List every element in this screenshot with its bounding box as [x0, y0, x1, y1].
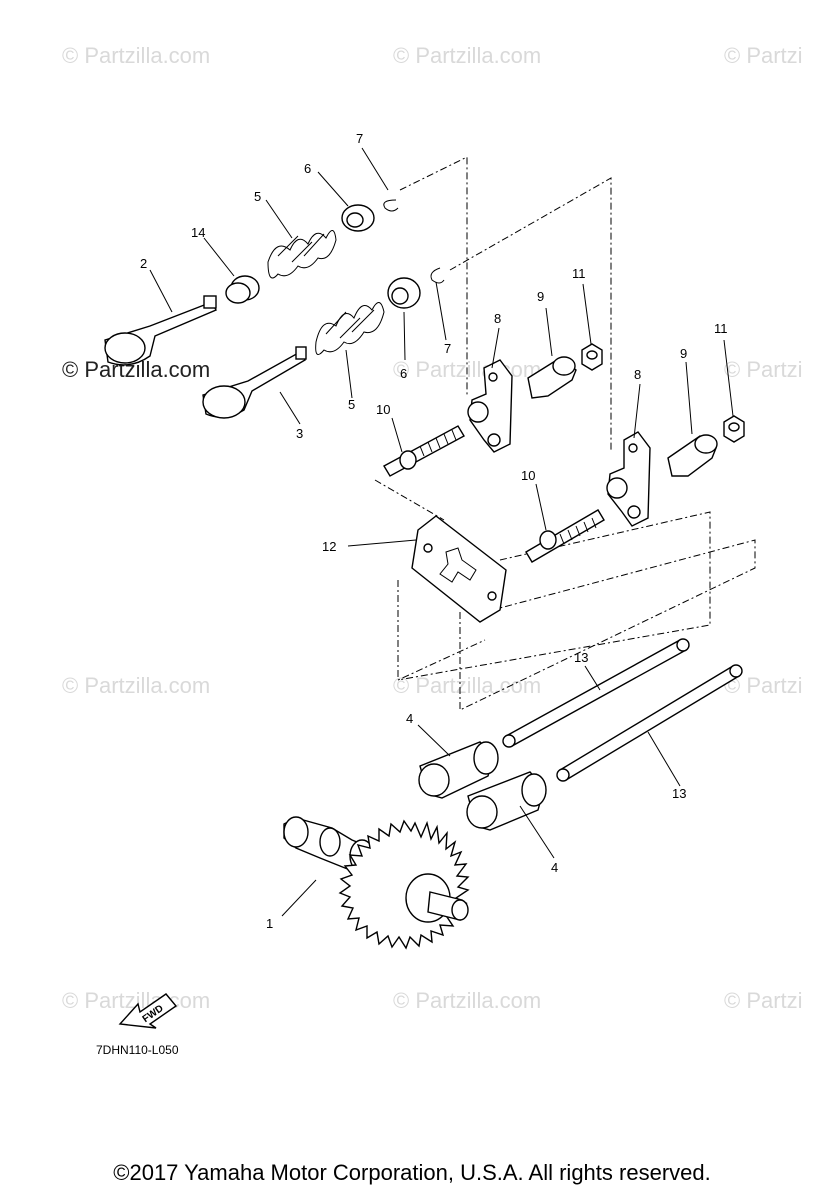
- watermark: © Partzilla.com: [62, 43, 210, 68]
- watermark: © Partzilla.com: [62, 673, 210, 698]
- valve-seal-part-14: [225, 275, 260, 304]
- callout-11: 11: [714, 321, 728, 336]
- leader-lines: [149, 147, 734, 917]
- copyright-notice: ©2017 Yamaha Motor Corporation, U.S.A. A…: [113, 1160, 711, 1185]
- stud-part-10-left: [383, 425, 465, 477]
- valve-part-3: [202, 346, 307, 419]
- callout-8: 8: [634, 367, 641, 382]
- callout-4: 4: [551, 860, 558, 875]
- tappet-part-4-lower: [466, 771, 547, 831]
- diagram-code: 7DHN110-L050: [96, 1043, 179, 1057]
- collet-part-7-upper: [383, 199, 399, 212]
- push-rod-part-13-upper: [502, 638, 690, 748]
- watermark: © Partzi: [724, 988, 803, 1013]
- pivot-part-9-left: [527, 356, 577, 399]
- watermark: © Partzilla.com: [393, 43, 541, 68]
- callout-9: 9: [680, 346, 687, 361]
- retainer-part-6-upper: [341, 204, 375, 232]
- push-rod-part-13-lower: [556, 664, 743, 782]
- callout-7: 7: [444, 341, 451, 356]
- callout-7: 7: [356, 131, 363, 146]
- callout-11: 11: [572, 266, 586, 281]
- callout-2: 2: [140, 256, 147, 271]
- rocker-arm-part-8-left: [467, 359, 513, 453]
- watermark: © Partzilla.com: [393, 673, 541, 698]
- callout-14: 14: [191, 225, 205, 240]
- callout-6: 6: [304, 161, 311, 176]
- callout-5: 5: [348, 397, 355, 412]
- watermark: © Partzilla.com: [393, 988, 541, 1013]
- valve-spring-part-5-lower: [315, 302, 385, 355]
- camshaft-part-1: [283, 816, 470, 950]
- valve-spring-part-5-upper: [267, 230, 337, 279]
- callout-numbers: 7 6 5 14 2 11 9 8 11 7 9 6 8 5 10 3 10 1…: [140, 131, 728, 931]
- callout-13: 13: [574, 650, 588, 665]
- nut-part-11-left: [581, 343, 603, 371]
- callout-10: 10: [376, 402, 390, 417]
- tappet-part-4-upper: [418, 741, 499, 799]
- retainer-part-6-lower: [387, 277, 421, 309]
- nut-part-11-right: [723, 415, 745, 443]
- valve-part-2: [104, 295, 217, 366]
- callout-5: 5: [254, 189, 261, 204]
- callout-12: 12: [322, 539, 336, 554]
- watermark: © Partzi: [724, 43, 803, 68]
- collet-part-7-lower: [430, 267, 445, 284]
- callout-10: 10: [521, 468, 535, 483]
- rocker-arm-part-8-right: [606, 431, 651, 527]
- callout-3: 3: [296, 426, 303, 441]
- callout-13: 13: [672, 786, 686, 801]
- callout-9: 9: [537, 289, 544, 304]
- stud-part-10-right: [525, 509, 605, 563]
- watermark: © Partzi: [724, 357, 803, 382]
- callout-1: 1: [266, 916, 273, 931]
- callout-8: 8: [494, 311, 501, 326]
- callout-4: 4: [406, 711, 413, 726]
- assembly-guide-lines: [374, 156, 756, 711]
- callout-6: 6: [400, 366, 407, 381]
- guide-plate-part-12: [411, 515, 507, 623]
- pivot-part-9-right: [667, 434, 718, 477]
